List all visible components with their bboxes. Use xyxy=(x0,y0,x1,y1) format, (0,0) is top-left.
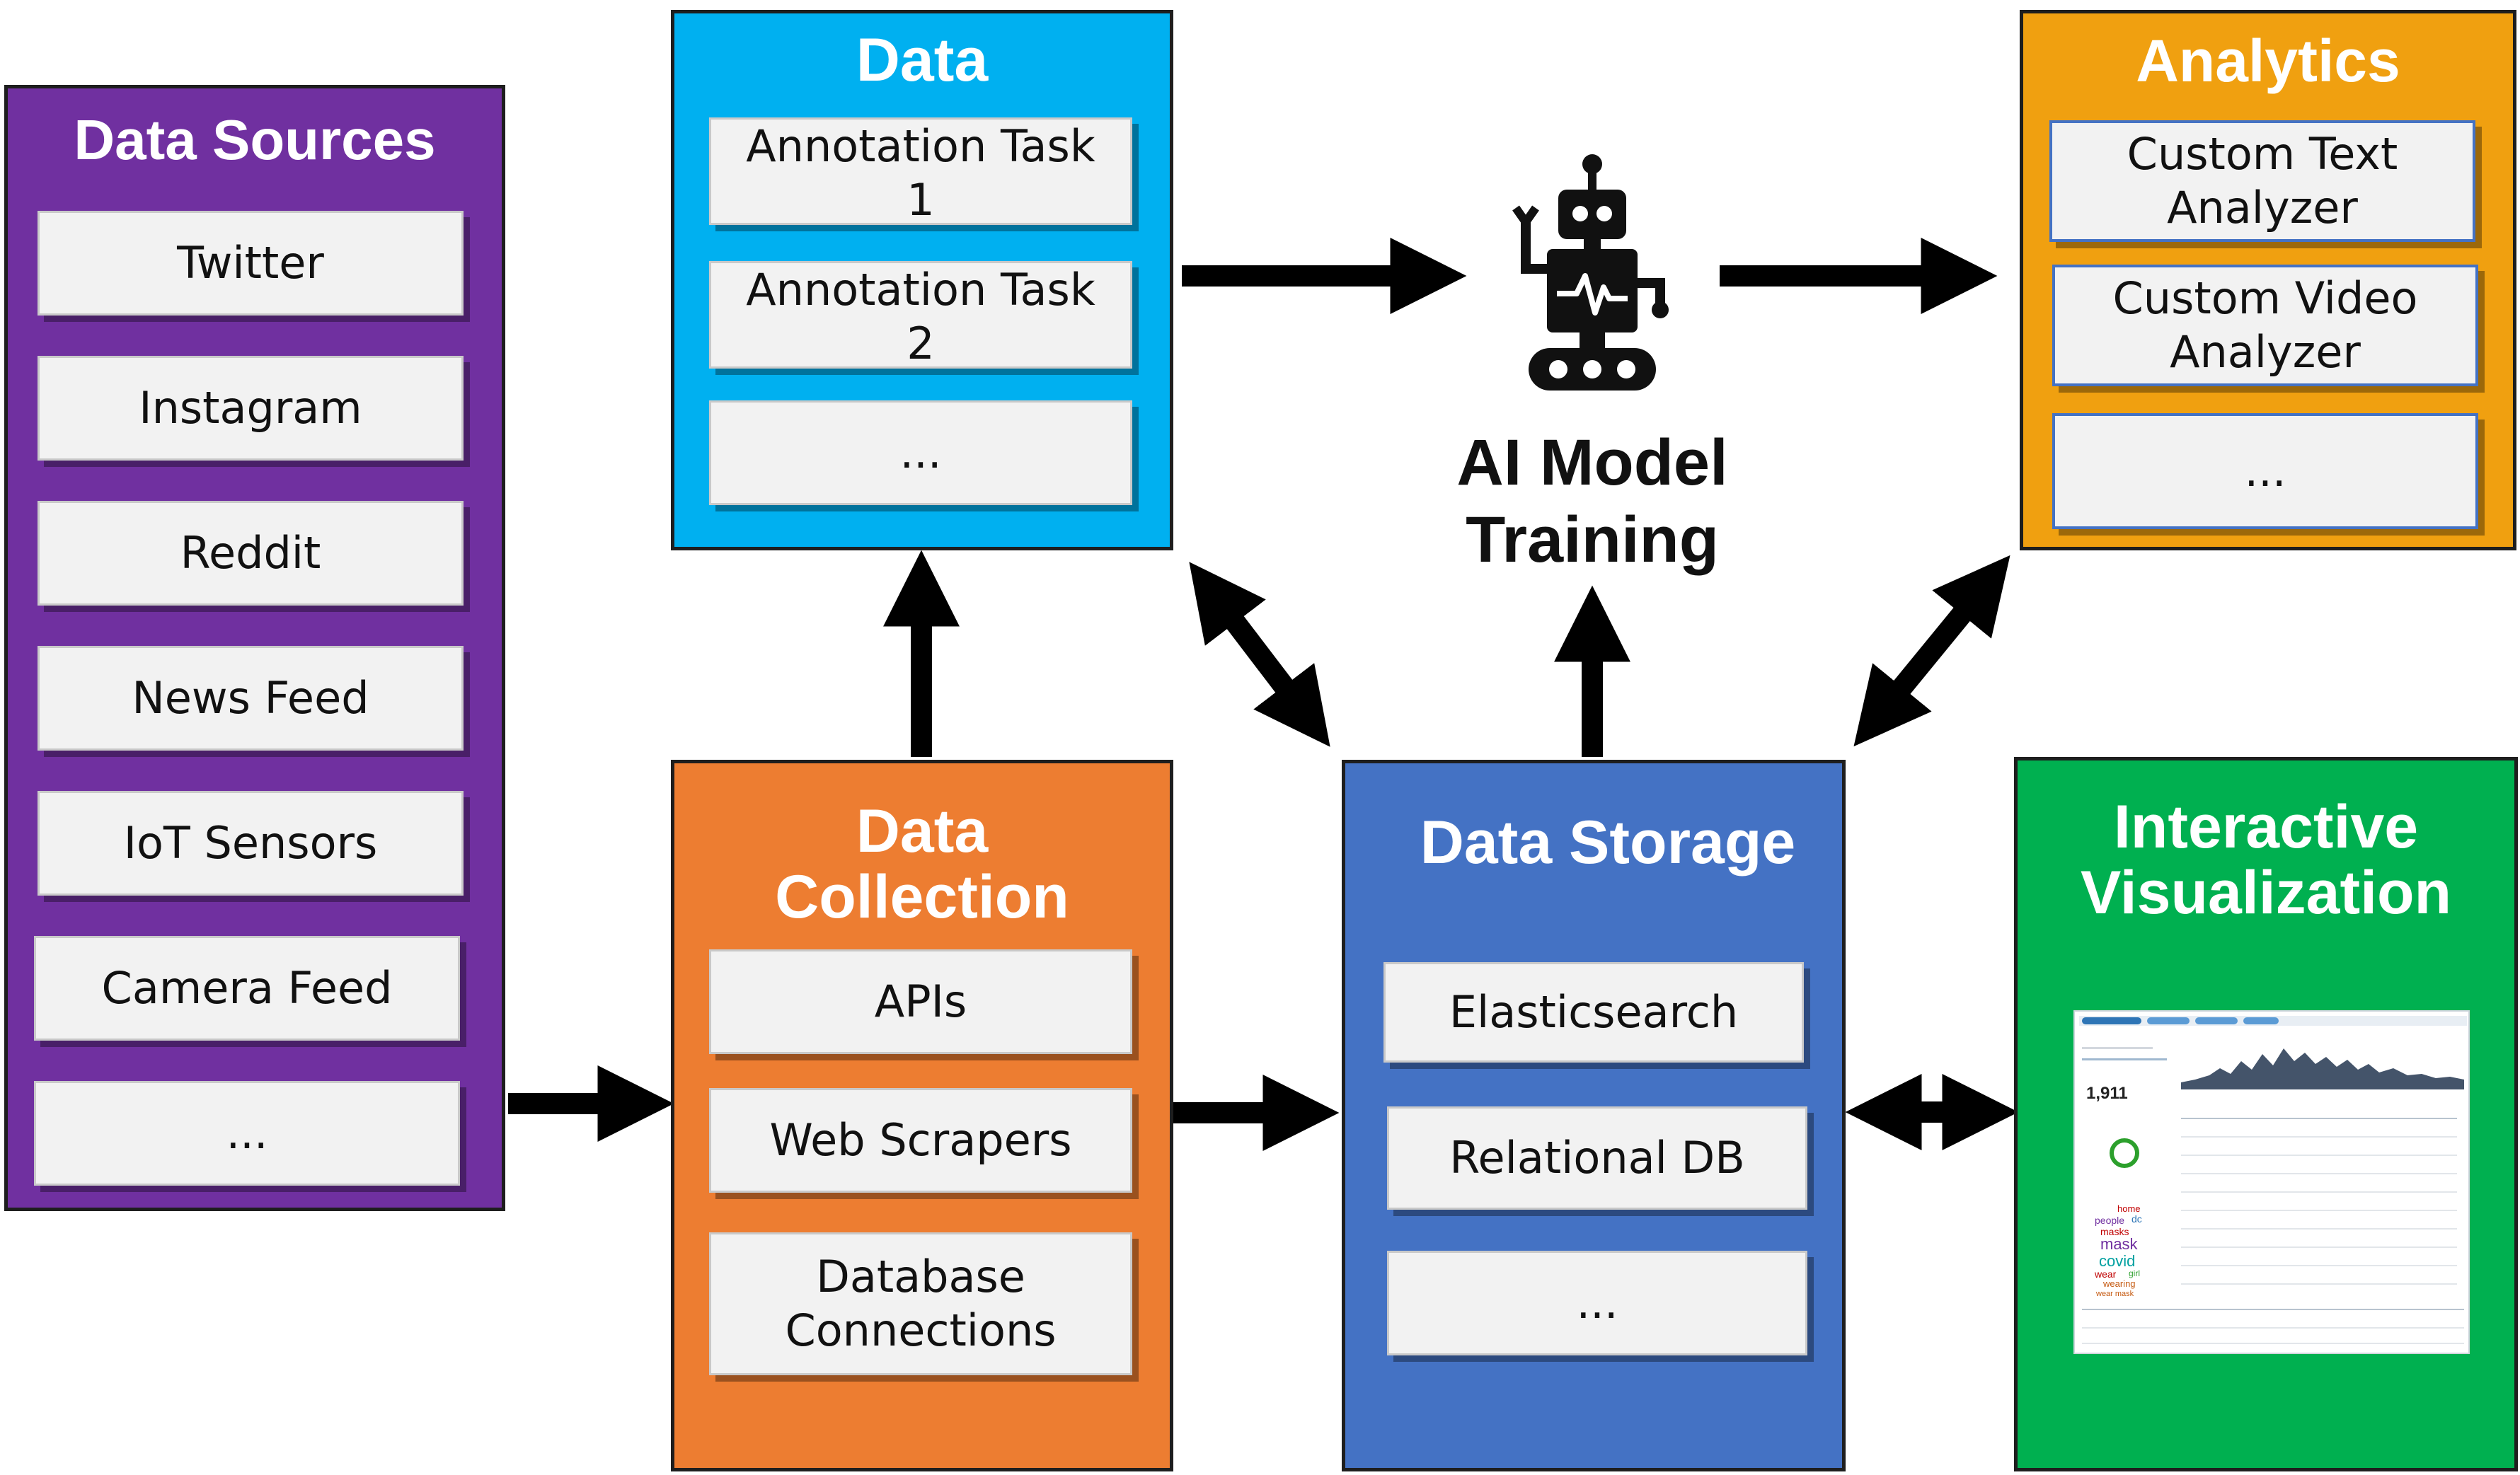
word-cloud-word: people xyxy=(2095,1215,2125,1226)
dashboard-tab xyxy=(2147,1017,2190,1024)
collection-apis: APIs xyxy=(709,949,1132,1054)
robot-icon xyxy=(1512,154,1669,391)
dashboard-thumbnail: 1,911 home people dc masks mask covid we… xyxy=(2073,1010,2470,1354)
dashboard-donut-chart xyxy=(2110,1138,2139,1168)
word-cloud-word: home xyxy=(2117,1203,2141,1214)
annotation-task-1: Annotation Task 1 xyxy=(709,117,1132,226)
analytics-more: ... xyxy=(2052,413,2478,529)
dashboard-table-row xyxy=(2082,1343,2464,1344)
dashboard-filter-bar xyxy=(2082,1047,2153,1049)
data-collection-title: Data Collection xyxy=(775,797,1069,931)
arrow-storage-analytics xyxy=(1853,555,2010,747)
source-item-more: ... xyxy=(34,1081,460,1186)
annotation-title: Data xyxy=(856,26,989,94)
dashboard-table-row xyxy=(2181,1210,2457,1211)
storage-more: ... xyxy=(1387,1251,1807,1355)
arrow-annotation-storage xyxy=(1189,562,1330,747)
dashboard-table-row xyxy=(2082,1327,2464,1329)
collection-web-scrapers: Web Scrapers xyxy=(709,1088,1132,1193)
source-item-iot-sensors: IoT Sensors xyxy=(38,791,464,896)
dashboard-tab xyxy=(2243,1017,2279,1024)
collection-database-connections: Database Connections xyxy=(709,1232,1132,1375)
dashboard-table-row xyxy=(2181,1155,2457,1156)
dashboard-table-row xyxy=(2181,1173,2457,1174)
data-sources-title: Data Sources xyxy=(74,108,436,171)
dashboard-tab-bar xyxy=(2079,1016,2467,1026)
source-item-twitter: Twitter xyxy=(38,211,464,316)
word-cloud-word: wear xyxy=(2095,1268,2117,1280)
storage-elasticsearch: Elasticsearch xyxy=(1383,962,1804,1063)
source-item-instagram: Instagram xyxy=(38,356,464,461)
source-item-camera-feed: Camera Feed xyxy=(34,936,460,1041)
word-cloud-word: mask xyxy=(2100,1235,2138,1253)
dashboard-table-row xyxy=(2181,1191,2457,1193)
analytics-custom-text-analyzer: Custom Text Analyzer xyxy=(2049,120,2475,242)
analytics-custom-video-analyzer: Custom Video Analyzer xyxy=(2052,265,2478,386)
dashboard-table-row xyxy=(2181,1246,2457,1248)
ai-model-training-label: AI Model Training xyxy=(1456,427,1728,576)
dashboard-table-row xyxy=(2181,1265,2457,1266)
word-cloud-word: masks xyxy=(2100,1226,2129,1237)
dashboard-filter-bar xyxy=(2082,1058,2167,1060)
analytics-title: Analytics xyxy=(2136,28,2400,94)
source-item-reddit: Reddit xyxy=(38,501,464,606)
source-item-news-feed: News Feed xyxy=(38,646,464,751)
dashboard-tab xyxy=(2195,1017,2238,1024)
dashboard-table-row xyxy=(2181,1136,2457,1138)
word-cloud-word: girl xyxy=(2129,1268,2141,1278)
dashboard-tab xyxy=(2082,1017,2141,1024)
dashboard-table-row xyxy=(2082,1309,2464,1310)
word-cloud-word: wearing xyxy=(2103,1278,2136,1289)
annotation-task-more: ... xyxy=(709,400,1132,505)
dashboard-timeline-chart xyxy=(2181,1048,2464,1089)
annotation-task-2: Annotation Task 2 xyxy=(709,261,1132,369)
storage-relational-db: Relational DB xyxy=(1387,1106,1807,1210)
dashboard-count: 1,911 xyxy=(2086,1084,2128,1103)
word-cloud-word: covid xyxy=(2099,1252,2136,1270)
word-cloud-word: wear mask xyxy=(2096,1290,2134,1298)
visualization-title: Interactive Visualization xyxy=(2080,793,2452,927)
data-storage-title: Data Storage xyxy=(1420,809,1796,877)
dashboard-table-row xyxy=(2181,1228,2457,1230)
dashboard-table-row xyxy=(2181,1118,2457,1119)
word-cloud-word: dc xyxy=(2131,1213,2142,1225)
dashboard-table-row xyxy=(2181,1283,2457,1285)
